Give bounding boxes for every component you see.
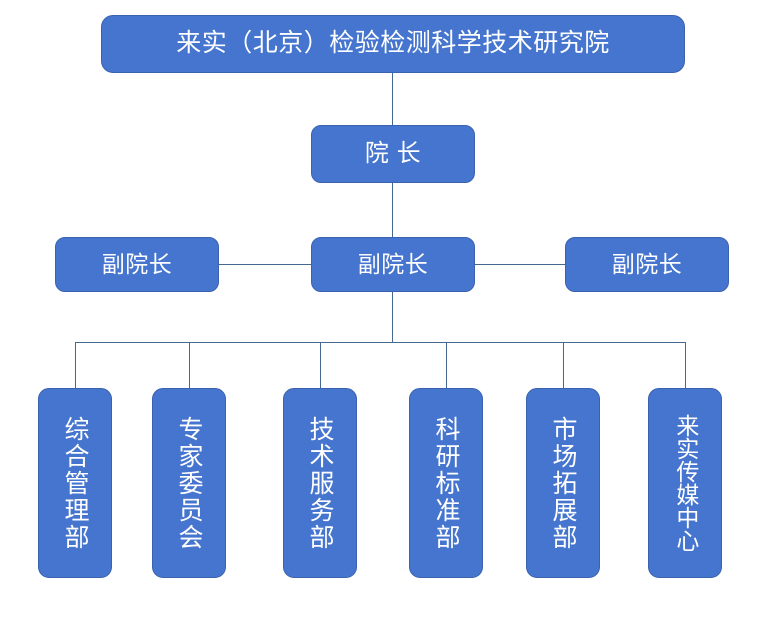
- connector-bus-to-dept-2: [320, 342, 321, 388]
- org-node-vice-president-center[interactable]: 副院长: [311, 237, 475, 292]
- department-label: 专家委员会: [175, 415, 203, 551]
- department-label: 综合管理部: [61, 415, 89, 551]
- connector-bus-to-dept-3: [446, 342, 447, 388]
- org-node-vice-president-right[interactable]: 副院长: [565, 237, 729, 292]
- connector-department-bus: [75, 342, 685, 343]
- department-label: 技术服务部: [306, 415, 334, 551]
- connector-vp-to-bus: [392, 292, 393, 342]
- connector-bus-to-dept-1: [189, 342, 190, 388]
- connector-bus-to-dept-4: [563, 342, 564, 388]
- department-label: 科研标准部: [432, 415, 460, 551]
- org-node-department-laishi-media-center[interactable]: 来实传媒中心: [648, 388, 722, 578]
- connector-vp-center-to-left: [218, 264, 311, 265]
- org-node-department-market-development[interactable]: 市场拓展部: [526, 388, 600, 578]
- org-node-vice-president-left[interactable]: 副院长: [55, 237, 219, 292]
- org-node-department-general-management[interactable]: 综合管理部: [38, 388, 112, 578]
- org-node-department-research-standards[interactable]: 科研标准部: [409, 388, 483, 578]
- department-label: 来实传媒中心: [672, 414, 699, 552]
- org-node-department-expert-committee[interactable]: 专家委员会: [152, 388, 226, 578]
- org-node-president[interactable]: 院 长: [311, 125, 475, 183]
- org-node-department-technical-service[interactable]: 技术服务部: [283, 388, 357, 578]
- department-label: 市场拓展部: [549, 415, 577, 551]
- org-node-institute[interactable]: 来实（北京）检验检测科学技术研究院: [101, 15, 685, 73]
- connector-vp-center-to-right: [475, 264, 565, 265]
- connector-root-to-president: [392, 73, 393, 125]
- connector-bus-to-dept-5: [685, 342, 686, 388]
- connector-bus-to-dept-0: [75, 342, 76, 388]
- connector-president-to-vp: [392, 183, 393, 237]
